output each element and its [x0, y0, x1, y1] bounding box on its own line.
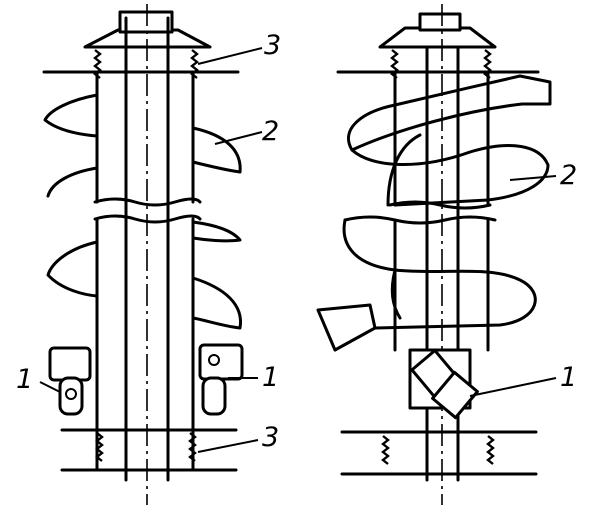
right-bottom-spring-b	[486, 435, 495, 465]
right-break-top	[388, 200, 492, 210]
right-flight-3	[342, 218, 537, 330]
left-clamp-left	[48, 346, 92, 416]
right-top-cap	[378, 26, 497, 49]
right-flight-inner	[386, 133, 422, 207]
left-assembly	[39, 4, 263, 505]
right-break-bottom	[343, 215, 497, 225]
right-flight-1	[347, 74, 552, 152]
left-leader-1-left	[39, 381, 61, 393]
right-top-collar	[418, 12, 462, 32]
left-leader-2	[214, 131, 263, 145]
left-flight-2	[191, 126, 242, 174]
label-right-auger: 2	[560, 160, 577, 191]
left-flight-6	[191, 276, 243, 330]
right-flight-2	[350, 144, 550, 207]
left-top-collar	[118, 10, 174, 34]
label-right-clamp: 1	[560, 362, 577, 393]
left-flight-3	[46, 166, 99, 198]
right-top-spring-a	[390, 49, 399, 79]
label-left-bottom-spring: 3	[262, 422, 279, 453]
right-top-spring-b	[483, 49, 492, 79]
left-clamp-right	[198, 343, 244, 416]
left-flight-5	[46, 240, 99, 298]
left-break-top	[93, 197, 202, 207]
left-leader-3-top	[197, 47, 263, 65]
right-bottom-spring-a	[381, 435, 390, 465]
left-break-bottom	[93, 214, 202, 224]
left-flight-4	[191, 220, 242, 243]
label-left-bottom-left-clamp: 1	[16, 364, 33, 395]
right-clamp	[408, 348, 479, 420]
left-bottom-spring-b	[188, 432, 197, 462]
right-flight-end	[316, 303, 377, 352]
right-leader-1	[469, 377, 557, 397]
right-assembly	[316, 4, 557, 505]
right-flight-inner-2	[390, 268, 402, 320]
right-leader-2	[509, 175, 557, 181]
label-left-bottom-right-clamp: 1	[262, 362, 279, 393]
left-bottom-spring-a	[95, 432, 104, 462]
label-left-top-spring: 3	[264, 30, 281, 61]
label-left-auger: 2	[262, 116, 279, 147]
left-flight-1	[43, 93, 99, 138]
left-leader-3-bottom	[197, 439, 259, 453]
